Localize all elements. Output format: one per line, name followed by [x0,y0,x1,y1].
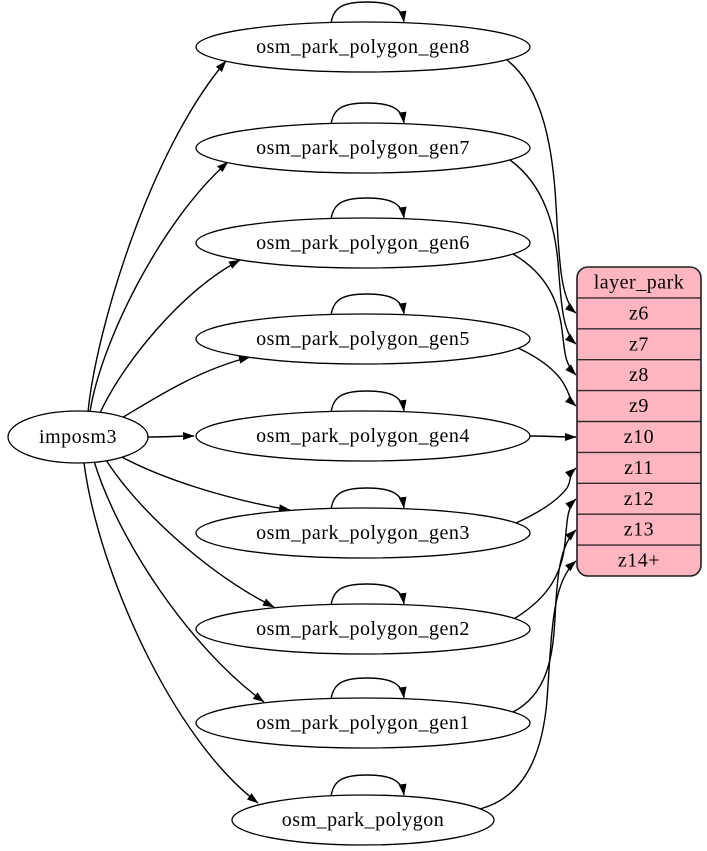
table-label: osm_park_polygon_gen5 [256,328,470,350]
table-label: osm_park_polygon_gen3 [256,522,470,544]
imposm3-label: imposm3 [39,426,117,448]
self-loop-gen4 [330,390,407,414]
edge-imposm3-to-polygon [83,462,259,804]
table-ellipse [195,507,531,559]
table-ellipse [195,313,531,365]
table-label: osm_park_polygon_gen6 [256,232,470,254]
layer-row-z12: z12 [624,488,654,510]
table-label: osm_park_polygon_gen1 [256,712,470,734]
edge-polygon-to-z14 [479,560,577,810]
edge-imposm3-to-gen2 [105,459,275,608]
layer-row-z8: z8 [629,364,649,386]
self-loop-gen8 [330,1,407,25]
edges-from-source [83,60,291,804]
node-osm_park_polygon_gen3: osm_park_polygon_gen3 [195,507,531,559]
node-osm_park_polygon_gen4: osm_park_polygon_gen4 [195,410,531,462]
imposm3-ellipse [7,410,149,464]
node-osm_park_polygon_gen7: osm_park_polygon_gen7 [195,122,531,174]
edge-imposm3-to-gen4 [147,432,195,441]
table-label: osm_park_polygon_gen4 [256,425,470,447]
self-loop-gen3 [330,487,407,511]
table-ellipse [195,21,531,73]
edge-gen5-to-z9 [517,347,577,407]
layer-row-z7: z7 [629,333,649,355]
table-ellipse [195,217,531,269]
node-osm_park_polygon_gen2: osm_park_polygon_gen2 [195,603,531,655]
layer-row-z13: z13 [624,519,654,541]
self-loop-gen1 [330,677,407,701]
self-loop-gen5 [330,293,407,317]
edge-gen4-to-z10 [529,432,577,441]
edge-gen3-to-z11 [515,467,577,524]
edge-imposm3-to-gen3 [119,455,291,513]
node-layer_park: layer_park z6 z7 z8 z9 z10 z11 z12 z13 z… [576,266,702,577]
self-loop-gen7 [330,102,407,126]
edge-imposm3-to-gen8 [87,60,227,413]
edge-imposm3-to-gen6 [99,259,241,414]
layer-row-z9: z9 [629,395,649,417]
layer-row-z14: z14+ [618,550,660,572]
node-osm_park_polygon_gen1: osm_park_polygon_gen1 [195,697,531,749]
table-ellipse [195,603,531,655]
table-label: osm_park_polygon_gen2 [256,618,470,640]
table-ellipse [195,122,531,174]
layer-park-title: layer_park [594,272,685,294]
edge-gen1-to-z13 [512,529,577,713]
table-label: osm_park_polygon_gen7 [256,137,470,159]
layer-row-z10: z10 [624,426,654,448]
node-osm_park_polygon: osm_park_polygon [231,794,495,846]
edges-to-layer [479,59,577,810]
table-label: osm_park_polygon [282,809,444,831]
layer-row-z11: z11 [624,457,654,479]
self-loop-gen6 [330,197,407,221]
node-osm_park_polygon_gen5: osm_park_polygon_gen5 [195,313,531,365]
table-label: osm_park_polygon_gen8 [256,36,470,58]
self-loop-polygon [330,774,407,798]
node-imposm3: imposm3 [7,410,149,464]
self-loop-gen2 [330,583,407,607]
node-osm_park_polygon_gen6: osm_park_polygon_gen6 [195,217,531,269]
table-ellipse [231,794,495,846]
edge-gen7-to-z7 [509,159,577,345]
table-ellipse [195,697,531,749]
edge-gen8-to-z6 [506,59,577,314]
edge-gen6-to-z8 [512,253,577,376]
layer-row-z6: z6 [629,302,649,324]
node-osm_park_polygon_gen8: osm_park_polygon_gen8 [195,21,531,73]
edge-gen2-to-z12 [511,498,577,621]
table-ellipse [195,410,531,462]
edge-imposm3-to-gen5 [119,355,251,420]
edge-imposm3-to-gen7 [89,161,229,413]
self-loop-edges [330,1,407,798]
edge-imposm3-to-gen1 [93,460,265,703]
